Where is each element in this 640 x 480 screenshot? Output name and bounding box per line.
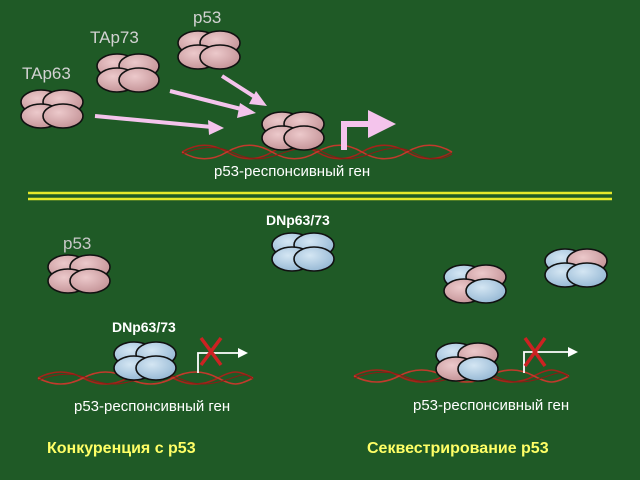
arrow-from-tap63: [94, 114, 224, 135]
label-dnp-bound: DNp63/73: [112, 319, 176, 335]
sequestered-complex-2: [544, 248, 608, 288]
section-divider: [28, 191, 612, 201]
tap73-protein: [96, 53, 160, 93]
gene-label-left: p53-респонсивный ген: [74, 398, 231, 415]
free-p53-protein: [47, 254, 111, 294]
label-dnp-free: DNp63/73: [266, 212, 330, 228]
bound-complex-right: [435, 342, 499, 382]
arrow-from-p53: [220, 74, 267, 106]
label-tap63: TAp63: [22, 64, 71, 83]
arrow-from-tap73: [169, 89, 256, 118]
caption-competition: Конкуренция с p53: [47, 440, 196, 457]
bound-tetramer: [261, 111, 325, 151]
block-mark-left: [199, 336, 223, 367]
p53-protein: [177, 30, 241, 70]
transcription-arrow-blocked-left: [197, 348, 248, 373]
caption-sequestration: Секвестрирование p53: [367, 440, 549, 457]
gene-label-top: p53-респонсивный ген: [214, 163, 371, 180]
transcription-arrow-active: [341, 110, 396, 150]
dnp-protein-bound: [113, 341, 177, 381]
label-p53-free: p53: [63, 234, 92, 253]
gene-label-right: p53-респонсивный ген: [413, 397, 570, 414]
transcription-arrow-blocked-right: [523, 347, 578, 373]
label-tap73: TAp73: [90, 28, 139, 47]
sequestered-complex-1: [443, 264, 507, 304]
tap63-protein: [20, 89, 84, 129]
block-mark-right: [523, 336, 547, 368]
dnp-protein-free: [271, 232, 335, 272]
label-p53: p53: [193, 8, 222, 27]
